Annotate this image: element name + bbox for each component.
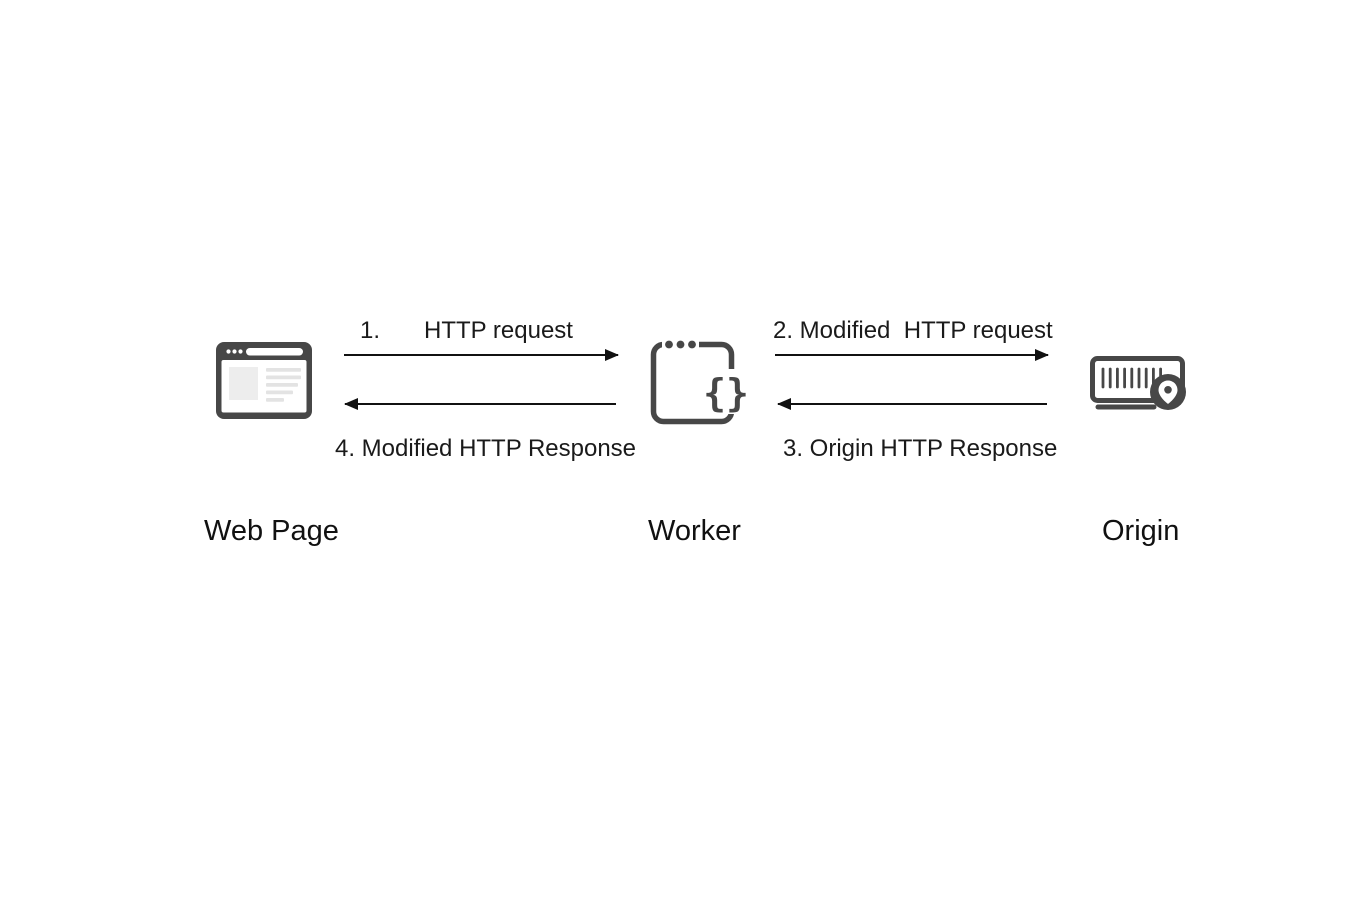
browser-window-icon: [216, 342, 312, 419]
braces-glyph: {}: [703, 371, 749, 415]
web-page-node: [215, 341, 313, 421]
server-location-icon: [1090, 356, 1186, 410]
arrow-step3-response: [777, 398, 1047, 410]
flow-label-step2: 2. Modified HTTP request: [773, 317, 1053, 344]
worker-label: Worker: [648, 515, 741, 547]
origin-node: [1088, 354, 1188, 414]
flow-label-step4: 4. Modified HTTP Response: [335, 435, 637, 462]
web-page-label: Web Page: [204, 515, 339, 547]
worker-node: {}: [649, 340, 749, 428]
flow-step1-number: 1.: [360, 317, 381, 344]
arrow-step4-response: [344, 398, 616, 410]
flow-step1-text: HTTP request: [424, 317, 573, 344]
flow-label-step3: 3. Origin HTTP Response: [783, 435, 1058, 462]
flow-label-step1: 1. HTTP request: [360, 316, 573, 346]
arrow-step2-request: [775, 349, 1049, 361]
location-pin-icon: [1150, 374, 1186, 410]
origin-label: Origin: [1102, 515, 1180, 547]
arrow-step1-request: [344, 349, 619, 361]
code-braces-window-icon: {}: [650, 340, 749, 425]
